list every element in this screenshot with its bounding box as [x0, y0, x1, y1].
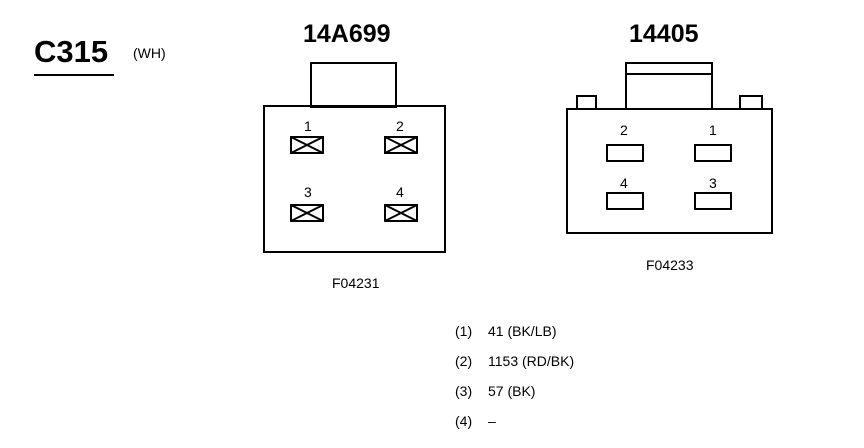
left-cavity-1: [290, 136, 324, 154]
right-connector-face: [566, 62, 773, 234]
pin-circuit: 57 (BK): [488, 383, 536, 399]
pin-number: (1): [455, 323, 473, 339]
right-connector-tab-left: [576, 95, 597, 110]
left-cavity-label-1: 1: [304, 118, 312, 134]
pin-number: (3): [455, 383, 473, 399]
left-connector-face: [263, 62, 446, 253]
pinout-row-4: (4)–: [455, 412, 574, 442]
pinout-row-2: (2) 1153 (RD/BK): [455, 352, 574, 382]
left-connector-body: [263, 105, 446, 253]
pinout-row-3: (3) 57 (BK): [455, 382, 574, 412]
pin-circuit: 41 (BK/LB): [488, 323, 557, 339]
left-cavity-label-2: 2: [396, 118, 404, 134]
right-cavity-label-2: 2: [620, 122, 628, 138]
pinout-row-1: (1) 41 (BK/LB): [455, 322, 574, 352]
connector-id-underline: [34, 74, 114, 76]
left-cavity-3: [290, 204, 324, 222]
right-connector-tab-right: [739, 95, 763, 110]
left-connector-latch: [310, 62, 397, 108]
left-cavity-4: [384, 204, 418, 222]
right-cavity-3: [694, 192, 732, 210]
pin-circuit: –: [488, 413, 496, 429]
right-part-number: 14405: [629, 20, 699, 48]
connector-color: (WH): [133, 45, 166, 61]
pinout-list: (1) 41 (BK/LB) (2) 1153 (RD/BK) (3) 57 (BK)…: [455, 322, 574, 442]
right-cavity-label-1: 1: [709, 122, 717, 138]
right-cavity-1: [694, 144, 732, 162]
right-cavity-label-3: 3: [709, 175, 717, 191]
left-part-number: 14A699: [303, 20, 391, 48]
right-connector-body: [566, 108, 773, 234]
left-figure-code: F04231: [332, 275, 380, 291]
pin-circuit: 1153 (RD/BK): [488, 353, 575, 369]
right-cavity-label-4: 4: [620, 175, 628, 191]
left-cavity-2: [384, 136, 418, 154]
right-cavity-4: [606, 192, 644, 210]
left-cavity-label-4: 4: [396, 184, 404, 200]
right-connector-latch: [625, 62, 713, 110]
right-cavity-2: [606, 144, 644, 162]
left-cavity-label-3: 3: [304, 184, 312, 200]
pin-number: (2): [455, 353, 473, 369]
right-figure-code: F04233: [646, 257, 694, 273]
pin-number: (4): [455, 413, 473, 429]
connector-id: C315: [34, 34, 109, 69]
